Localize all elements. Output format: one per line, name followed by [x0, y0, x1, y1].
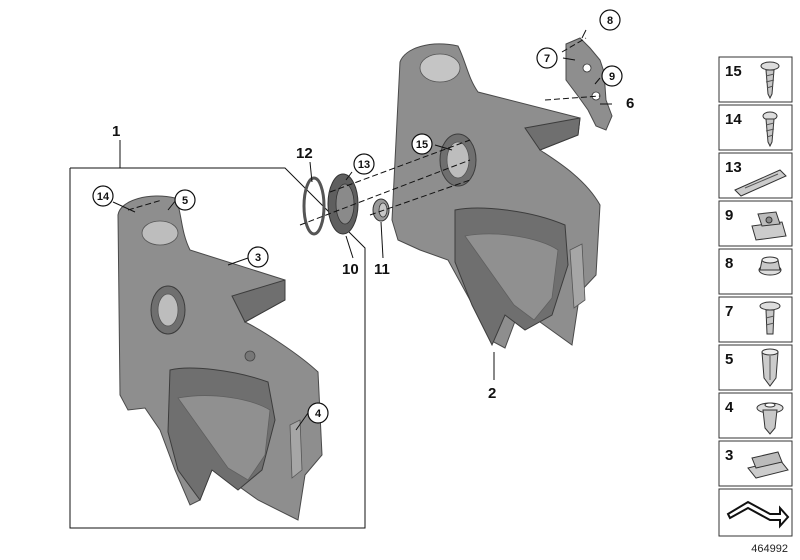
- svg-text:14: 14: [97, 191, 110, 203]
- clip-strip-icon: [734, 169, 787, 197]
- svg-text:13: 13: [358, 159, 370, 171]
- callout-13: 13: [353, 153, 375, 175]
- svg-text:9: 9: [725, 207, 733, 224]
- callout-10: 10: [342, 261, 359, 278]
- svg-text:7: 7: [544, 53, 550, 65]
- callout-14: 14: [92, 185, 114, 207]
- svg-text:12: 12: [296, 145, 313, 162]
- parts-cell-7: 7: [718, 296, 793, 343]
- callout-3: 3: [247, 246, 269, 268]
- callout-1: 1: [112, 123, 120, 140]
- svg-text:6: 6: [626, 95, 634, 112]
- parts-cell-8: 8: [718, 248, 793, 295]
- leader-lines: [112, 29, 612, 431]
- callout-11: 11: [374, 261, 390, 278]
- svg-text:9: 9: [609, 71, 615, 83]
- parts-cell-15: 15: [718, 56, 793, 103]
- svg-text:1: 1: [112, 123, 120, 140]
- parts-list: 15 14 13: [718, 56, 793, 537]
- svg-text:2: 2: [488, 385, 496, 402]
- callout-8: 8: [599, 9, 621, 31]
- svg-text:10: 10: [342, 261, 359, 278]
- right-side-trim-panel: [391, 43, 601, 349]
- parts-cell-14: 14: [718, 104, 793, 151]
- assembly-lines: [127, 37, 601, 226]
- speaker-grommet: [372, 198, 390, 222]
- svg-text:7: 7: [725, 303, 733, 320]
- callout-12: 12: [296, 145, 313, 162]
- callout-6: 6: [626, 95, 634, 112]
- nut-icon: [758, 256, 782, 276]
- svg-text:4: 4: [315, 408, 322, 420]
- parts-cell-5: 5: [718, 344, 793, 391]
- push-clip-icon: [756, 402, 784, 435]
- speaker-cover: [327, 173, 359, 235]
- diagram-reference-number: 464992: [751, 543, 788, 555]
- parts-cell-9: 9: [718, 200, 793, 247]
- svg-text:11: 11: [374, 261, 390, 278]
- svg-text:14: 14: [725, 111, 742, 128]
- spring-clip-icon: [747, 451, 789, 479]
- direction-arrow-icon: [726, 500, 790, 529]
- svg-text:4: 4: [725, 399, 734, 416]
- callout-4: 4: [307, 402, 329, 424]
- svg-text:8: 8: [607, 15, 613, 27]
- left-side-trim-panel: [117, 195, 323, 521]
- mounting-bracket: [565, 37, 613, 131]
- svg-text:5: 5: [182, 195, 188, 207]
- callout-15: 15: [411, 133, 433, 155]
- parts-cell-13: 13: [718, 152, 793, 199]
- svg-text:8: 8: [725, 255, 733, 272]
- svg-text:15: 15: [416, 139, 428, 151]
- assembly-1-frame: [69, 140, 366, 529]
- svg-text:15: 15: [725, 63, 742, 80]
- svg-text:3: 3: [725, 447, 733, 464]
- callout-7: 7: [536, 47, 558, 69]
- spring-nut-icon: [751, 211, 787, 241]
- svg-text:13: 13: [725, 159, 742, 176]
- screw-icon: [762, 111, 778, 148]
- parts-cell-3: 3: [718, 440, 793, 487]
- callout-9: 9: [601, 65, 623, 87]
- expanding-rivet-icon: [761, 348, 779, 387]
- callout-2: 2: [488, 385, 496, 402]
- screw-icon: [760, 61, 780, 100]
- parts-cell-4: 4: [718, 392, 793, 439]
- svg-text:3: 3: [255, 252, 261, 264]
- screw-icon: [759, 301, 781, 335]
- speaker-retaining-ring: [302, 176, 326, 236]
- svg-text:464992: 464992: [751, 543, 788, 555]
- parts-cell-direction: [718, 488, 793, 537]
- callout-5: 5: [174, 189, 196, 211]
- svg-text:5: 5: [725, 351, 733, 368]
